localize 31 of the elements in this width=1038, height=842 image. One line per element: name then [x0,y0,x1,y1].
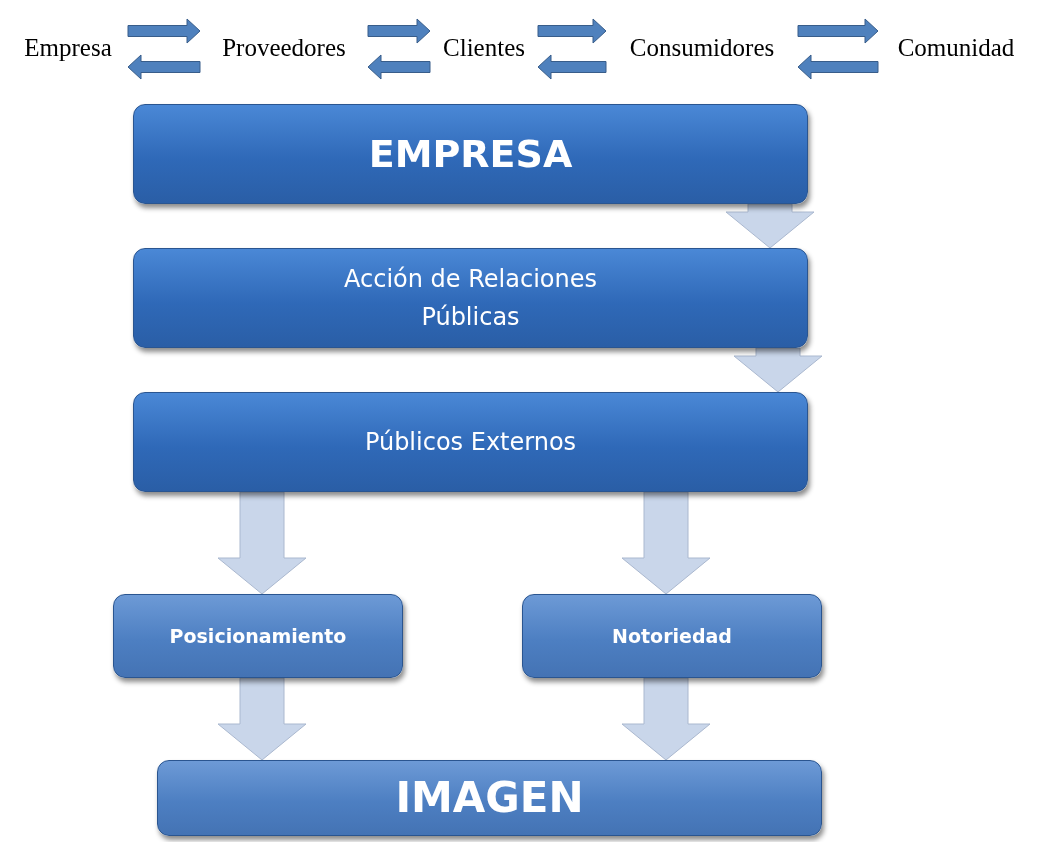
box-title: Notoriedad [612,623,732,649]
arrow [217,677,307,761]
arrow [797,18,879,44]
arrow [127,18,201,44]
result-box [522,594,822,678]
result-box [157,760,822,836]
arrow [621,491,711,595]
arrow [217,491,307,595]
box-title: Posicionamiento [169,623,347,649]
box-title: Acción de Relaciones Públicas [343,263,598,333]
box-title: Públicos Externos [364,426,577,458]
stakeholder-label: Consumidores [629,32,775,63]
arrow [537,54,607,80]
process-box [133,248,808,348]
process-box [133,392,808,492]
arrow [733,347,823,393]
arrow [797,54,879,80]
arrow [537,18,607,44]
process-box [133,104,808,204]
stakeholder-label: Comunidad [897,32,1015,63]
arrow [367,54,431,80]
arrow [367,18,431,44]
box-title: IMAGEN [395,772,584,825]
stakeholder-label: Clientes [443,32,525,63]
arrow [725,203,815,249]
arrow [127,54,201,80]
box-title: EMPRESA [368,130,573,178]
stakeholder-label: Empresa [24,32,112,63]
arrow [621,677,711,761]
stakeholder-label: Proveedores [222,32,346,63]
result-box [113,594,403,678]
